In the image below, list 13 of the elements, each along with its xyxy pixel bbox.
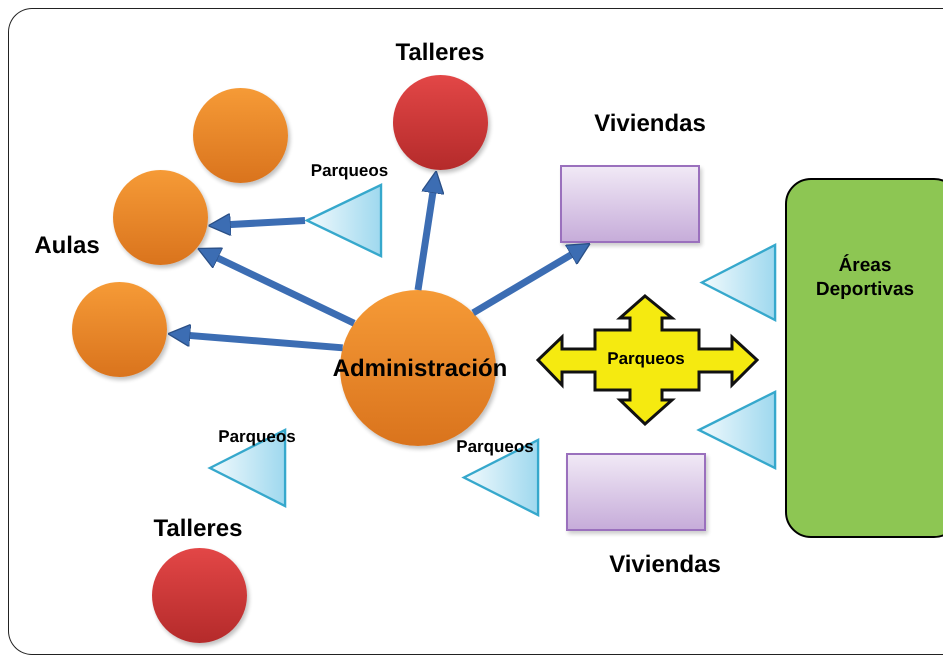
arrow bbox=[471, 242, 591, 316]
arrow bbox=[208, 212, 306, 236]
node-label: Aulas bbox=[34, 231, 100, 261]
arrow bbox=[197, 247, 356, 326]
node-label: Talleres bbox=[396, 38, 484, 68]
node-label: Viviendas bbox=[594, 109, 706, 139]
node-label: Parqueos bbox=[607, 348, 685, 370]
node-label: Áreas Deportivas bbox=[814, 254, 916, 302]
arrow bbox=[414, 170, 445, 291]
node-label: Viviendas bbox=[609, 550, 721, 580]
node-label: Parqueos bbox=[310, 160, 388, 182]
arrow bbox=[167, 324, 343, 352]
node-label: Talleres bbox=[154, 514, 242, 544]
